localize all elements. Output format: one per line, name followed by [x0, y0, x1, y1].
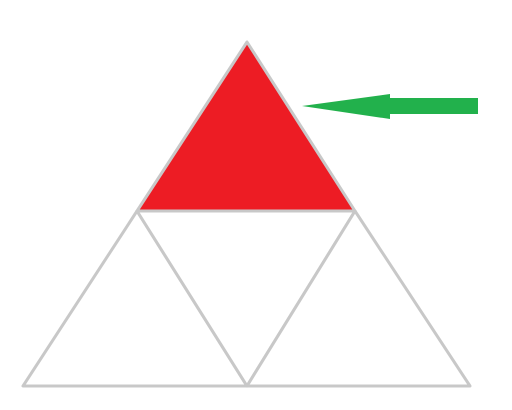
triangle-top	[135, 40, 357, 213]
arrow-left-icon	[302, 94, 478, 119]
triangle-bottom-right	[245, 209, 472, 388]
